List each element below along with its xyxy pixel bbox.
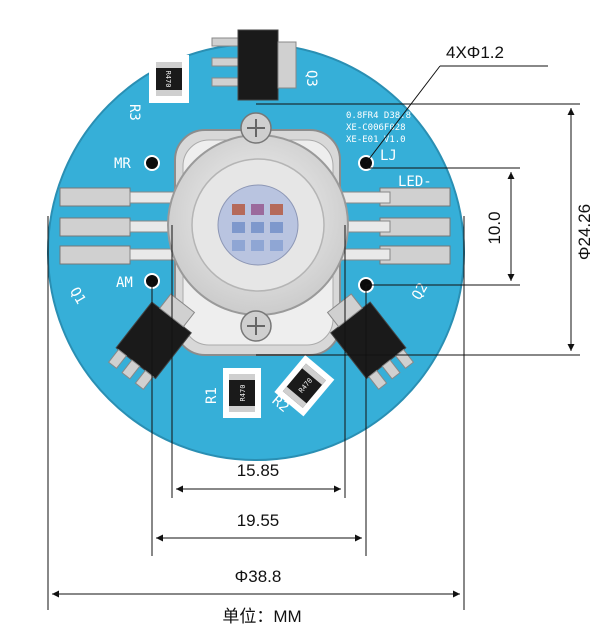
board-info-line-1: 0.8FR4 D38.8 <box>346 111 411 121</box>
left-lead-pads <box>59 187 191 265</box>
diameter-inner-label: Φ24.26 <box>575 204 594 260</box>
horizontal-extension-lines <box>47 216 465 610</box>
pcb-board: R470 R470 <box>47 29 465 461</box>
label-led-minus: LED- <box>398 174 432 190</box>
width-small-label: 15.85 <box>237 461 280 480</box>
spacing-vertical-dimension <box>366 167 520 286</box>
width-medium-label: 19.55 <box>237 511 280 530</box>
resistor-r1-code: R470 <box>239 385 247 402</box>
resistor-r3-code: R470 <box>164 71 172 88</box>
hole-callout-label: 4XΦ1.2 <box>446 43 504 62</box>
diameter-outer-label: Φ38.8 <box>235 567 282 586</box>
spacing-vertical-label: 10.0 <box>485 211 504 244</box>
label-q3: Q3 <box>303 70 319 87</box>
label-lj: LJ <box>380 148 397 164</box>
transistor-q3 <box>211 29 297 101</box>
label-r1: R1 <box>204 387 220 404</box>
resistor-r2: R470 <box>274 355 335 417</box>
screw-top <box>240 112 272 144</box>
led-dies <box>232 204 283 251</box>
mounting-holes <box>144 155 374 293</box>
led-package <box>167 112 349 356</box>
label-am: AM <box>116 275 133 291</box>
hole-mr <box>144 155 160 171</box>
label-q1: Q1 <box>66 285 88 308</box>
transistor-q2 <box>326 293 415 390</box>
resistor-r1: R470 <box>223 368 261 418</box>
screw-bottom <box>240 310 272 342</box>
board-info-line-3: XE-E01 V1.0 <box>346 135 406 145</box>
right-lead-pads <box>329 187 451 265</box>
label-r3: R3 <box>126 104 142 121</box>
label-mr: MR <box>114 156 131 172</box>
silkscreen: Q3 R3 MR LJ LED- AM Q1 Q2 R1 R2 0.8FR4 D… <box>66 70 432 416</box>
label-q2: Q2 <box>409 280 431 303</box>
dimension-annotations <box>47 65 580 610</box>
hole-callout-leader <box>365 65 548 164</box>
resistor-r3: R470 <box>149 55 189 103</box>
unit-label: 单位：MM <box>222 607 301 626</box>
dimension-labels: 4XΦ1.2 Φ24.26 10.0 15.85 19.55 Φ38.8 单位：… <box>222 43 594 626</box>
board-info-line-2: XE-C006F028 <box>346 123 406 133</box>
diameter-inner-dimension <box>256 103 580 356</box>
